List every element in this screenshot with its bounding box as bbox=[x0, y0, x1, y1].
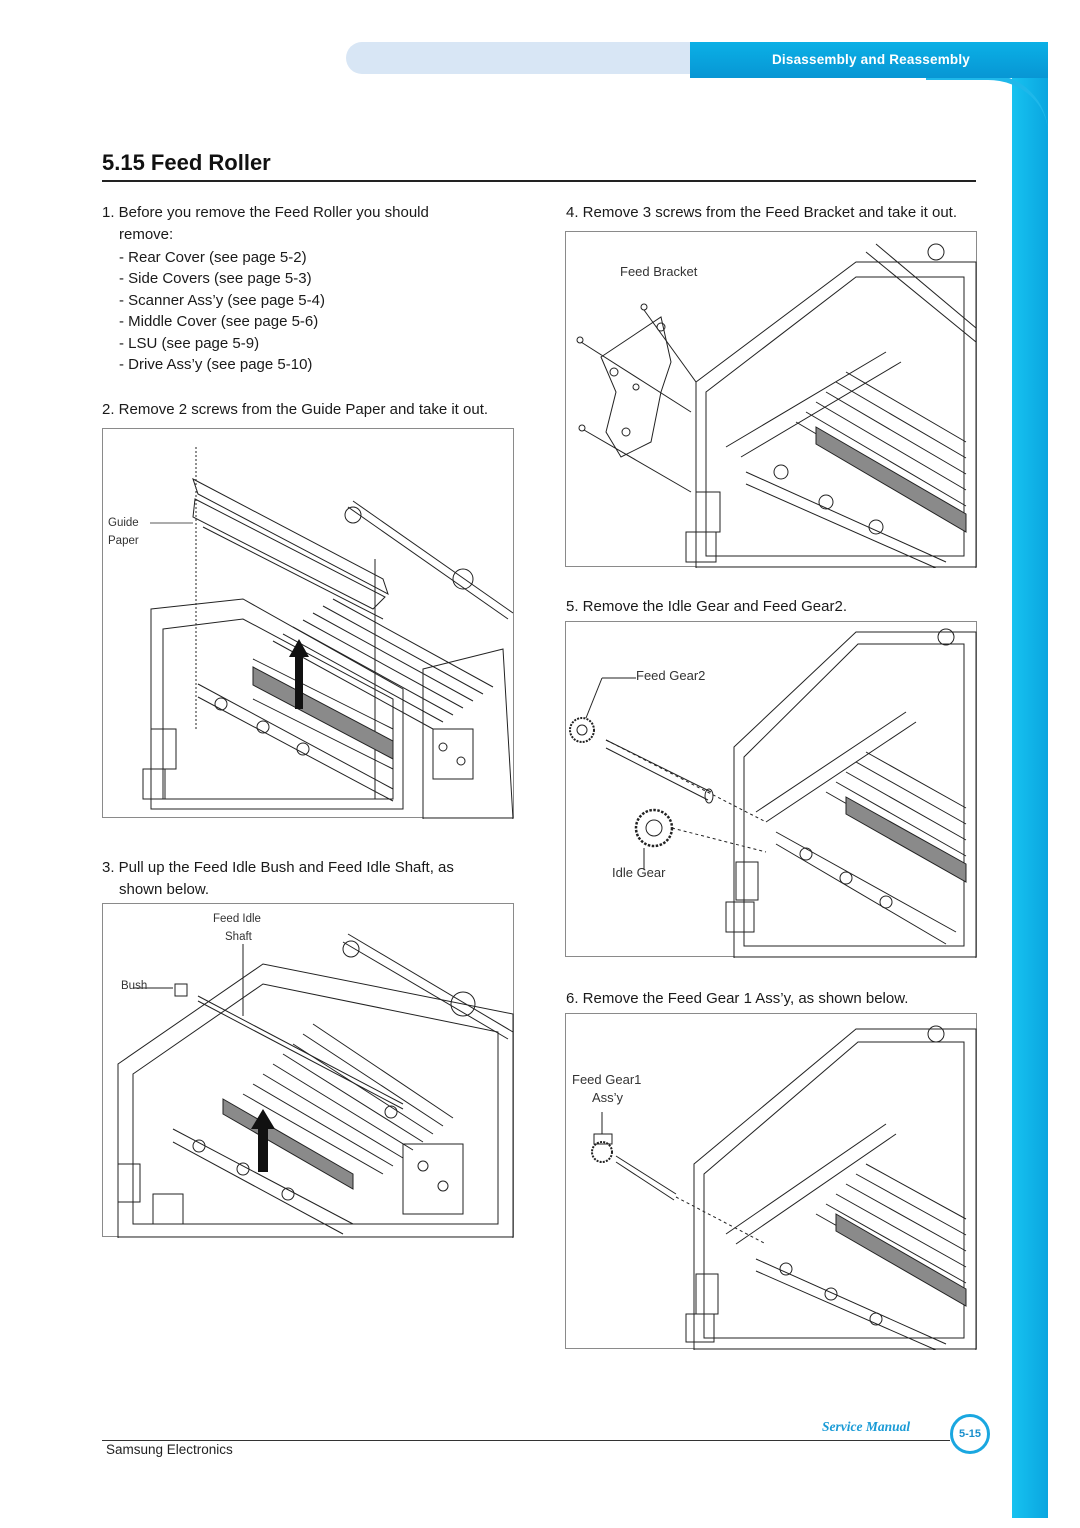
step-4-text: 4. Remove 3 screws from the Feed Bracket… bbox=[566, 204, 958, 221]
feed-gear1-assy-label: Ass’y bbox=[592, 1090, 624, 1105]
title-rule bbox=[102, 180, 976, 182]
figure-feed-gear2: Feed Gear2 Idle Gear bbox=[565, 621, 977, 958]
step-1-item: - Rear Cover (see page 5-2) bbox=[119, 249, 307, 266]
step-2-text: 2. Remove 2 screws from the Guide Paper … bbox=[102, 401, 489, 418]
page-number-badge: 5-15 bbox=[950, 1414, 990, 1454]
step-5-text: 5. Remove the Idle Gear and Feed Gear2. bbox=[566, 598, 847, 615]
step-1-item: - Side Covers (see page 5-3) bbox=[119, 270, 312, 287]
feed-idle-label: Feed Idle bbox=[213, 913, 261, 925]
step-1-item: - Middle Cover (see page 5-6) bbox=[119, 313, 319, 330]
step-1-item: - LSU (see page 5-9) bbox=[119, 335, 260, 352]
feed-bracket-label: Feed Bracket bbox=[620, 264, 698, 279]
footer-company: Samsung Electronics bbox=[106, 1442, 233, 1457]
section-title: Disassembly and Reassembly bbox=[771, 52, 971, 67]
step-6-text: 6. Remove the Feed Gear 1 Ass’y, as show… bbox=[566, 990, 909, 1007]
step-1-item: - Scanner Ass’y (see page 5-4) bbox=[119, 292, 325, 309]
service-manual-label: Service Manual bbox=[822, 1419, 911, 1434]
side-rail bbox=[1012, 42, 1048, 1518]
guide-paper-label: Guide bbox=[108, 517, 139, 529]
step-3-text: 3. Pull up the Feed Idle Bush and Feed I… bbox=[102, 859, 454, 876]
step-1-text: 1. Before you remove the Feed Roller you… bbox=[102, 204, 429, 221]
figure-feed-gear1: Feed Gear1 Ass’y bbox=[565, 1013, 977, 1350]
feed-gear2-idle-gear-illustration bbox=[569, 628, 977, 958]
feed-bracket-illustration bbox=[576, 243, 977, 568]
bush-label: Bush bbox=[121, 980, 148, 992]
header-curve bbox=[926, 74, 1048, 184]
figure-guide-paper: Guide Paper bbox=[102, 428, 514, 819]
feed-idle-shaft-illustration bbox=[117, 933, 514, 1238]
step-1-text-cont: remove: bbox=[119, 226, 174, 243]
guide-paper-illustration bbox=[142, 447, 514, 819]
guide-paper-label-2: Paper bbox=[108, 535, 139, 547]
feed-gear2-label: Feed Gear2 bbox=[636, 668, 706, 683]
idle-gear-label: Idle Gear bbox=[612, 865, 666, 880]
step-3-text-cont: shown below. bbox=[119, 881, 210, 898]
header-band bbox=[690, 42, 1048, 78]
page-title: 5.15 Feed Roller bbox=[102, 150, 271, 175]
figure-feed-idle-shaft: Feed Idle Shaft Bush bbox=[102, 903, 514, 1238]
step-1-item: - Drive Ass’y (see page 5-10) bbox=[119, 356, 313, 373]
feed-idle-shaft-label: Shaft bbox=[225, 931, 252, 943]
header-tab bbox=[346, 42, 706, 74]
footer-rule bbox=[102, 1440, 950, 1441]
feed-gear1-assy-illustration bbox=[591, 1025, 977, 1350]
figure-feed-bracket: Feed Bracket bbox=[565, 231, 977, 568]
feed-gear1-label: Feed Gear1 bbox=[572, 1072, 642, 1087]
